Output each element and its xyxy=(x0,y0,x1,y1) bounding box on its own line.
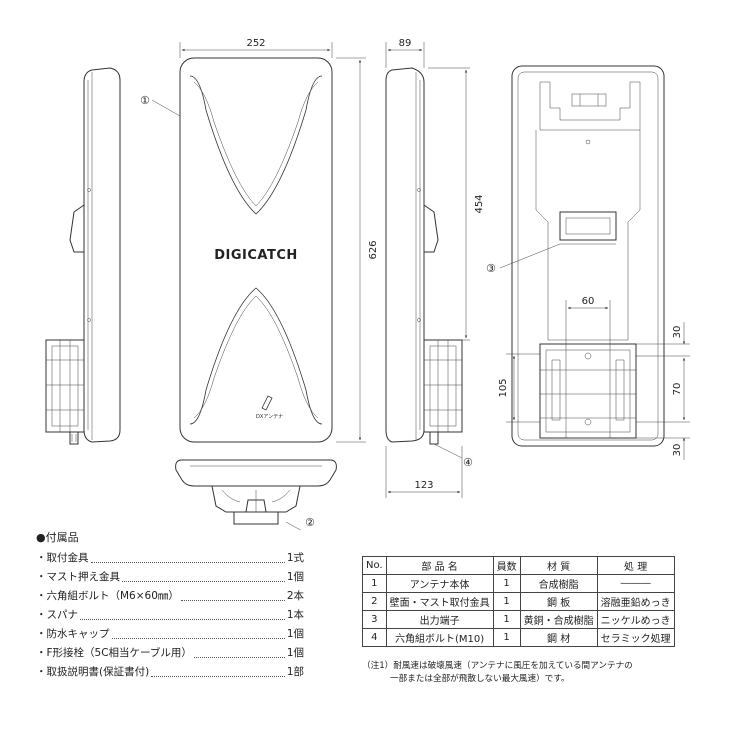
accessory-qty: 1本 xyxy=(286,609,304,621)
accessory-qty: 1個 xyxy=(286,571,304,583)
list-item: ・防水キャップ 1個 xyxy=(36,625,304,644)
table-header-row: No. 部 品 名 員数 材 質 処 理 xyxy=(362,556,675,575)
callout-3: ③ xyxy=(486,262,496,275)
cell: 4 xyxy=(362,628,387,647)
dim-height-454: 454 xyxy=(474,194,485,213)
list-item: ・取付金具 1式 xyxy=(36,549,304,568)
dim-depth-89: 89 xyxy=(399,38,412,49)
accessory-qty: 1個 xyxy=(286,628,304,640)
dim-mount-30-top: 30 xyxy=(672,326,683,339)
accessory-name: ・F形接栓（5C相当ケーブル用） xyxy=(36,647,192,659)
cell: セラミック処理 xyxy=(596,628,675,647)
right-side-view xyxy=(385,67,463,445)
logo-text: DIGICATCH xyxy=(214,248,298,263)
cell: 溶融亜鉛めっき xyxy=(596,592,675,611)
list-item: ・取扱説明書(保証書付) 1部 xyxy=(36,663,304,682)
header-part-name: 部 品 名 xyxy=(385,556,494,575)
header-treatment: 処 理 xyxy=(596,556,675,575)
accessories-title: ●付属品 xyxy=(36,531,79,544)
dim-mount-70: 70 xyxy=(672,383,683,396)
accessory-qty: 1個 xyxy=(286,647,304,659)
header-material: 材 質 xyxy=(519,556,598,575)
cell: 1 xyxy=(362,574,387,593)
cell: 3 xyxy=(362,610,387,629)
accessory-qty: 1部 xyxy=(286,666,304,678)
cell: 六角組ボルト(M10) xyxy=(385,628,494,647)
dim-mount-30-bottom: 30 xyxy=(672,444,683,457)
accessory-qty: 2本 xyxy=(286,590,304,602)
antenna-drawing: DIGICATCH DXアンテナ xyxy=(45,38,690,530)
accessories-list: ●付属品 ・取付金具 1式 ・マスト押え金具 1個 ・六角組ボルト（M6×60㎜） 2… xyxy=(36,528,304,682)
table-row: 2 壁面・マスト取付金具 1 鋼 板 溶融亜鉛めっき xyxy=(362,592,675,611)
note-line-1: （注1）耐風速は破壊風速（アンテナに風圧を加えている間アンテナの xyxy=(362,661,633,671)
accessory-name: ・取付金具 xyxy=(36,552,89,564)
cell: 1 xyxy=(492,610,521,629)
accessory-name: ・取扱説明書(保証書付) xyxy=(36,666,150,678)
accessory-name: ・スパナ xyxy=(36,609,78,621)
accessory-name: ・防水キャップ xyxy=(36,628,110,640)
brand-text: DXアンテナ xyxy=(256,414,283,420)
table-row: 1 アンテナ本体 1 合成樹脂 ――― xyxy=(362,574,675,593)
cell: 1 xyxy=(492,628,521,647)
cell: 鋼 板 xyxy=(519,592,598,611)
table-row: 4 六角組ボルト(M10) 1 鋼 材 セラミック処理 xyxy=(362,628,675,647)
callout-1: ① xyxy=(140,94,150,107)
cell: 2 xyxy=(362,592,387,611)
list-item: ・F形接栓（5C相当ケーブル用） 1個 xyxy=(36,644,304,663)
accessory-name: ・マスト押え金具 xyxy=(36,571,120,583)
cell: 鋼 材 xyxy=(519,628,598,647)
parts-table: No. 部 品 名 員数 材 質 処 理 1 アンテナ本体 1 合成樹脂 ―――… xyxy=(362,556,675,647)
wind-speed-note: （注1）耐風速は破壊風速（アンテナに風圧を加えている間アンテナの 一部または全部… xyxy=(362,660,702,686)
dim-height-626: 626 xyxy=(368,240,379,259)
cell: 1 xyxy=(492,574,521,593)
dim-mount-123: 123 xyxy=(414,480,433,491)
note-line-2: 一部または全部が飛散しない最大風速）です。 xyxy=(390,674,570,684)
cell: 1 xyxy=(492,592,521,611)
list-item: ・六角組ボルト（M6×60㎜） 2本 xyxy=(36,587,304,606)
cell: 合成樹脂 xyxy=(519,574,598,593)
list-item: ・マスト押え金具 1個 xyxy=(36,568,304,587)
accessory-name: ・六角組ボルト（M6×60㎜） xyxy=(36,590,179,602)
dim-mount-105: 105 xyxy=(498,378,509,397)
left-side-view xyxy=(45,67,121,445)
cell: 出力端子 xyxy=(385,610,494,629)
list-item: ・スパナ 1本 xyxy=(36,606,304,625)
header-qty: 員数 xyxy=(492,556,521,575)
dim-mount-60: 60 xyxy=(582,296,595,307)
cell: 黄銅・合成樹脂 xyxy=(519,610,598,629)
cell: 壁面・マスト取付金具 xyxy=(385,592,494,611)
bottom-view xyxy=(175,459,337,525)
dim-width-252: 252 xyxy=(246,38,265,49)
front-view: DIGICATCH DXアンテナ xyxy=(179,57,333,443)
header-no: No. xyxy=(362,556,387,575)
rear-view xyxy=(511,65,665,447)
callout-2: ② xyxy=(305,516,315,529)
cell: ニッケルめっき xyxy=(596,610,675,629)
table-row: 3 出力端子 1 黄銅・合成樹脂 ニッケルめっき xyxy=(362,610,675,629)
accessory-qty: 1式 xyxy=(286,552,304,564)
dimension-lines xyxy=(179,42,690,498)
cell: ――― xyxy=(596,574,675,593)
cell: アンテナ本体 xyxy=(385,574,494,593)
callout-4: ④ xyxy=(463,456,473,469)
